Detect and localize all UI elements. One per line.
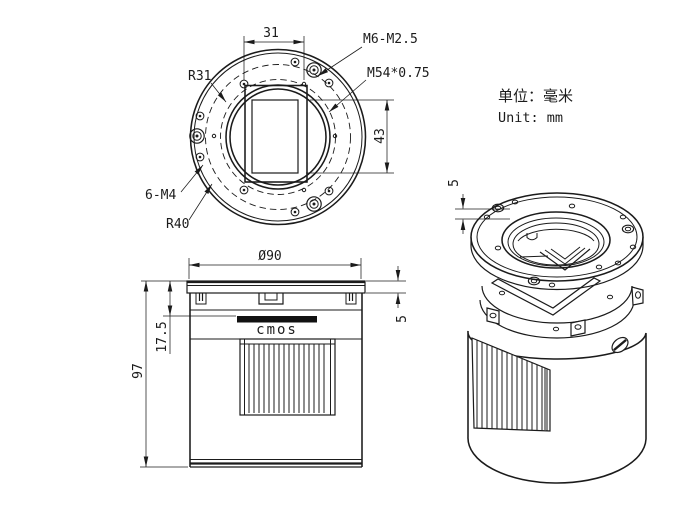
- dim-sensor-depth: 17.5: [155, 321, 170, 352]
- label-r40: R40: [166, 217, 189, 232]
- front-bolt-circle-r31: [220, 79, 336, 195]
- unit-note: 单位：毫米 Unit: mm: [498, 87, 573, 126]
- label-r31: R31: [188, 69, 211, 84]
- front-m6-holes: [189, 62, 322, 212]
- dim-sensor-height: 43: [373, 128, 388, 144]
- iso-heatsink: [471, 337, 551, 432]
- iso-sensor-corner: [539, 248, 591, 271]
- sensor-bar: [237, 316, 317, 323]
- front-outer-rim-inner: [193, 52, 363, 222]
- dim-total-height: 97: [131, 363, 146, 379]
- front-m4-holes: [195, 57, 334, 217]
- unit-note-en: Unit: mm: [498, 110, 563, 126]
- iso-flange-rim: [476, 196, 638, 278]
- iso-flange-holes: [483, 199, 637, 288]
- dim-flange-thickness: 5: [447, 179, 462, 187]
- label-m6-m25: M6-M2.5: [363, 32, 418, 47]
- side-body-outline: [189, 293, 363, 467]
- front-view-drawing: [189, 48, 367, 226]
- front-bolt-circle-r40: [205, 64, 351, 210]
- sensor-label: cmos: [256, 322, 298, 338]
- front-thread-opening-inner: [229, 88, 327, 186]
- dim-hole-spacing: 31: [263, 26, 279, 41]
- iso-view-drawing: [467, 192, 647, 484]
- dim-top-thickness: 5: [395, 315, 410, 323]
- label-m54-thread: M54*0.75: [367, 66, 430, 81]
- unit-note-zh: 单位：毫米: [498, 87, 573, 105]
- dim-diameter: Ø90: [258, 249, 281, 264]
- sensor-window-frame: [244, 84, 308, 183]
- iso-clips: [486, 286, 644, 337]
- iso-screw: [611, 336, 629, 354]
- front-view-dimensions: 31 M6-M2.5 M54*0.75 43 R31 6-M4 R40: [145, 26, 430, 232]
- sensor-chip: [251, 99, 299, 174]
- iso-ring-holes: [498, 290, 614, 332]
- side-clips: [195, 292, 357, 305]
- iso-opening: [501, 211, 611, 271]
- front-outer-rim: [189, 48, 367, 226]
- label-6-m4: 6-M4: [145, 188, 176, 203]
- side-heatsink: [239, 338, 336, 416]
- front-m25-holes: [211, 81, 338, 193]
- iso-tilted-plate: [490, 277, 602, 316]
- iso-view-dimensions: 5: [447, 179, 510, 234]
- iso-opening-notch: [526, 233, 538, 241]
- side-view-drawing: cmos: [186, 280, 366, 468]
- side-view-dimensions: Ø90 17.5 97 5: [131, 249, 410, 468]
